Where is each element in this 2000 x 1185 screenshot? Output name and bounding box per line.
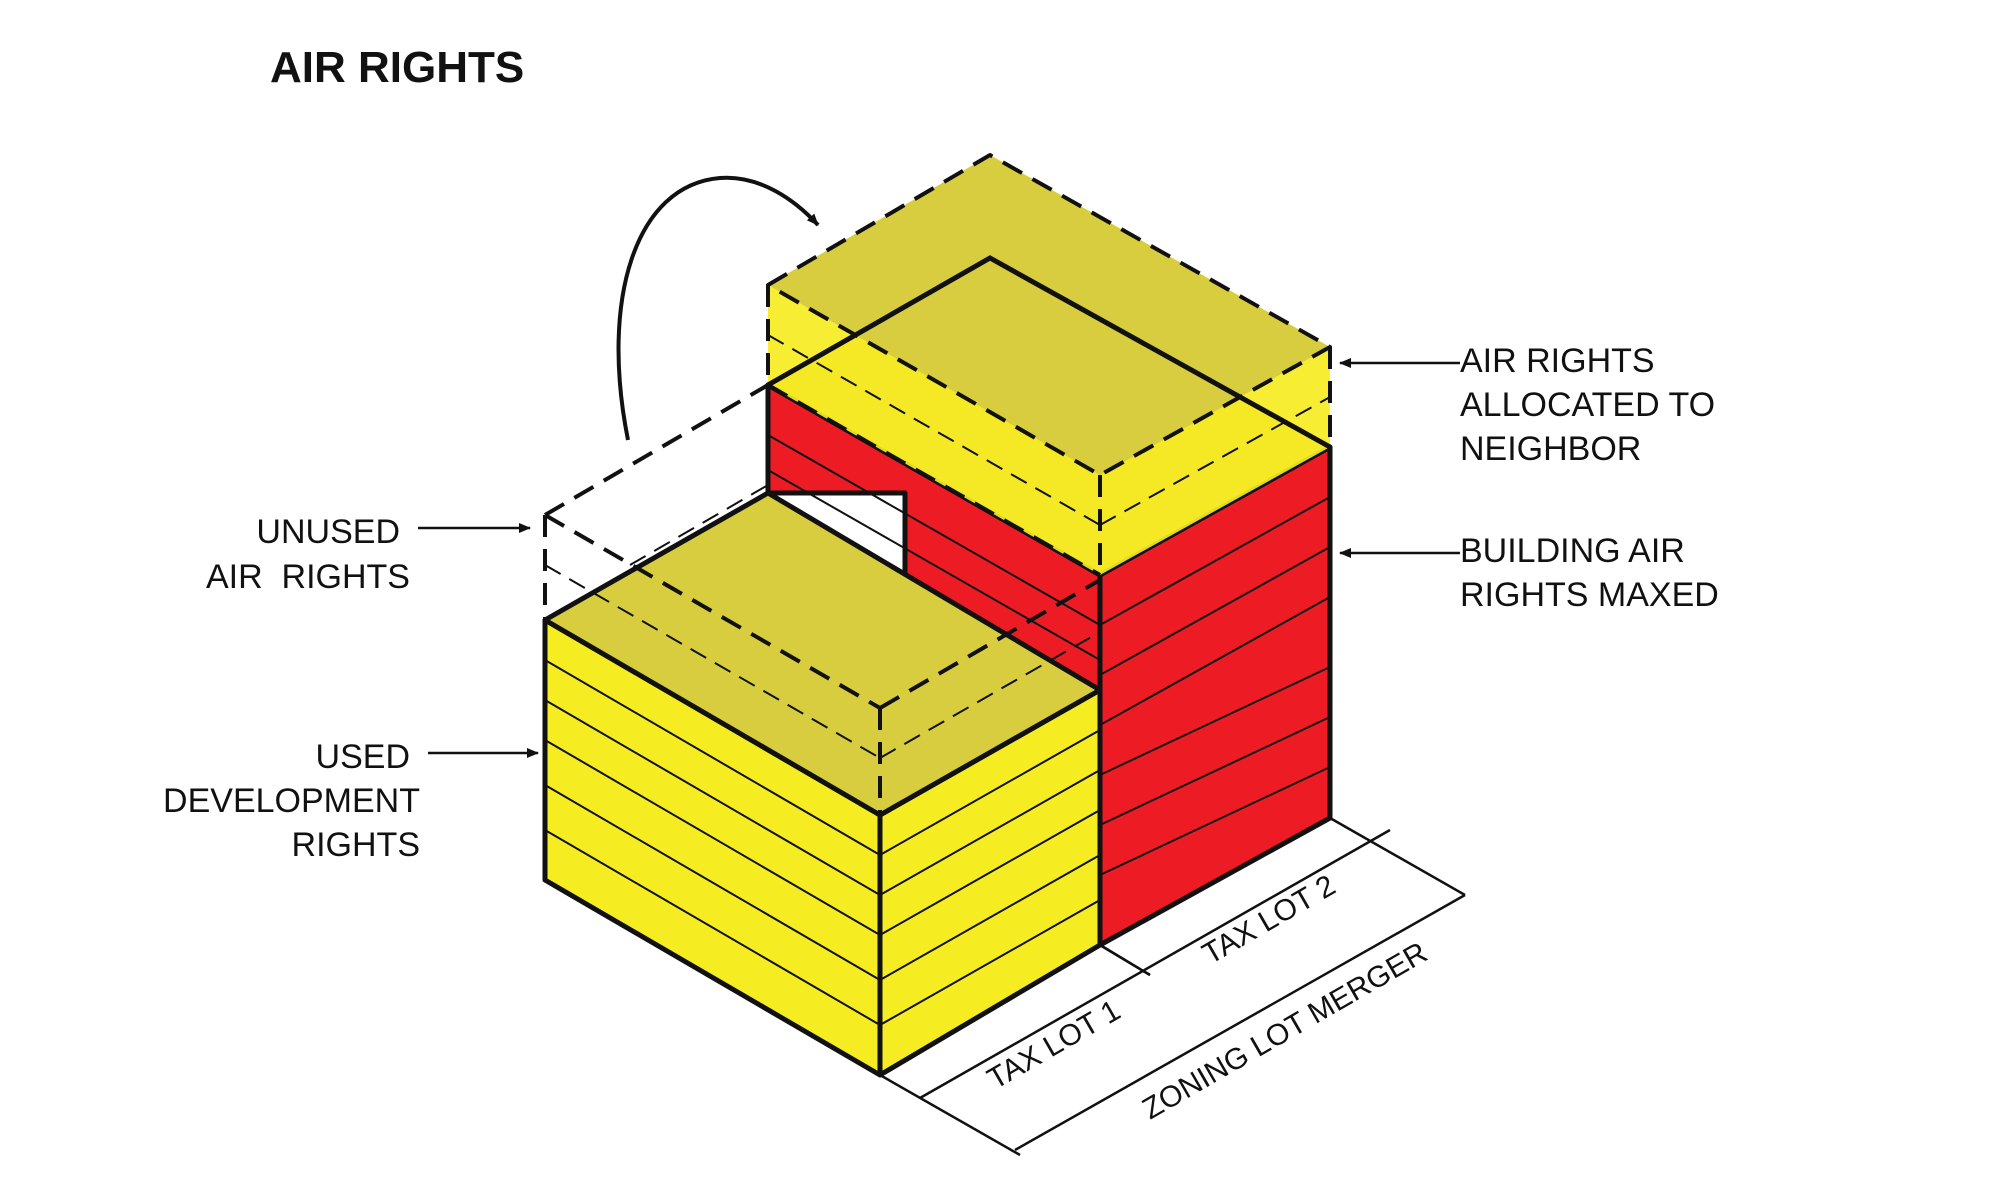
zoning-lot-merger-label: ZONING LOT MERGER (1137, 936, 1433, 1126)
allocated-air-rights-left-band (768, 285, 1100, 575)
label-used-line-2: DEVELOPMENT (163, 782, 420, 820)
label-building-air-rights-maxed: BUILDING AIR RIGHTS MAXED (1460, 532, 1719, 614)
transfer-arrow (616, 175, 820, 441)
label-used-line-1: USED (316, 738, 410, 776)
allocated-air-rights-right-band (1100, 347, 1330, 575)
label-unused-air-rights: UNUSED AIR RIGHTS (206, 513, 410, 596)
tax-lot-2-label: TAX LOT 2 (1197, 869, 1341, 971)
label-air-rights-allocated: AIR RIGHTS ALLOCATED TO NEIGHBOR (1460, 342, 1715, 468)
diagram-title: AIR RIGHTS (270, 43, 524, 92)
unused-air-rights-thin-lines (544, 484, 1101, 759)
unused-air-rights-outline (543, 383, 1102, 815)
label-allocated-line-1: AIR RIGHTS (1460, 342, 1655, 380)
label-maxed-line-1: BUILDING AIR (1460, 532, 1685, 570)
tall-building-floor-lines (767, 434, 1331, 876)
tax-lot-1-label: TAX LOT 1 (982, 994, 1126, 1096)
dimension-lines (879, 816, 1466, 1157)
label-allocated-line-3: NEIGHBOR (1460, 430, 1641, 468)
label-used-line-3: RIGHTS (292, 826, 420, 864)
tall-building-top-outline (766, 255, 1332, 450)
label-allocated-line-2: ALLOCATED TO (1460, 386, 1715, 424)
label-maxed-line-2: RIGHTS MAXED (1460, 576, 1719, 614)
label-unused-line-1: UNUSED (256, 513, 400, 551)
callout-arrows (418, 358, 1460, 758)
short-building-floor-lines (544, 659, 1101, 1026)
label-unused-line-2: AIR RIGHTS (206, 558, 410, 596)
short-building-top (542, 490, 1103, 818)
label-used-development-rights: USED DEVELOPMENT RIGHTS (163, 738, 420, 864)
allocated-air-rights-thin-lines (767, 334, 1331, 526)
